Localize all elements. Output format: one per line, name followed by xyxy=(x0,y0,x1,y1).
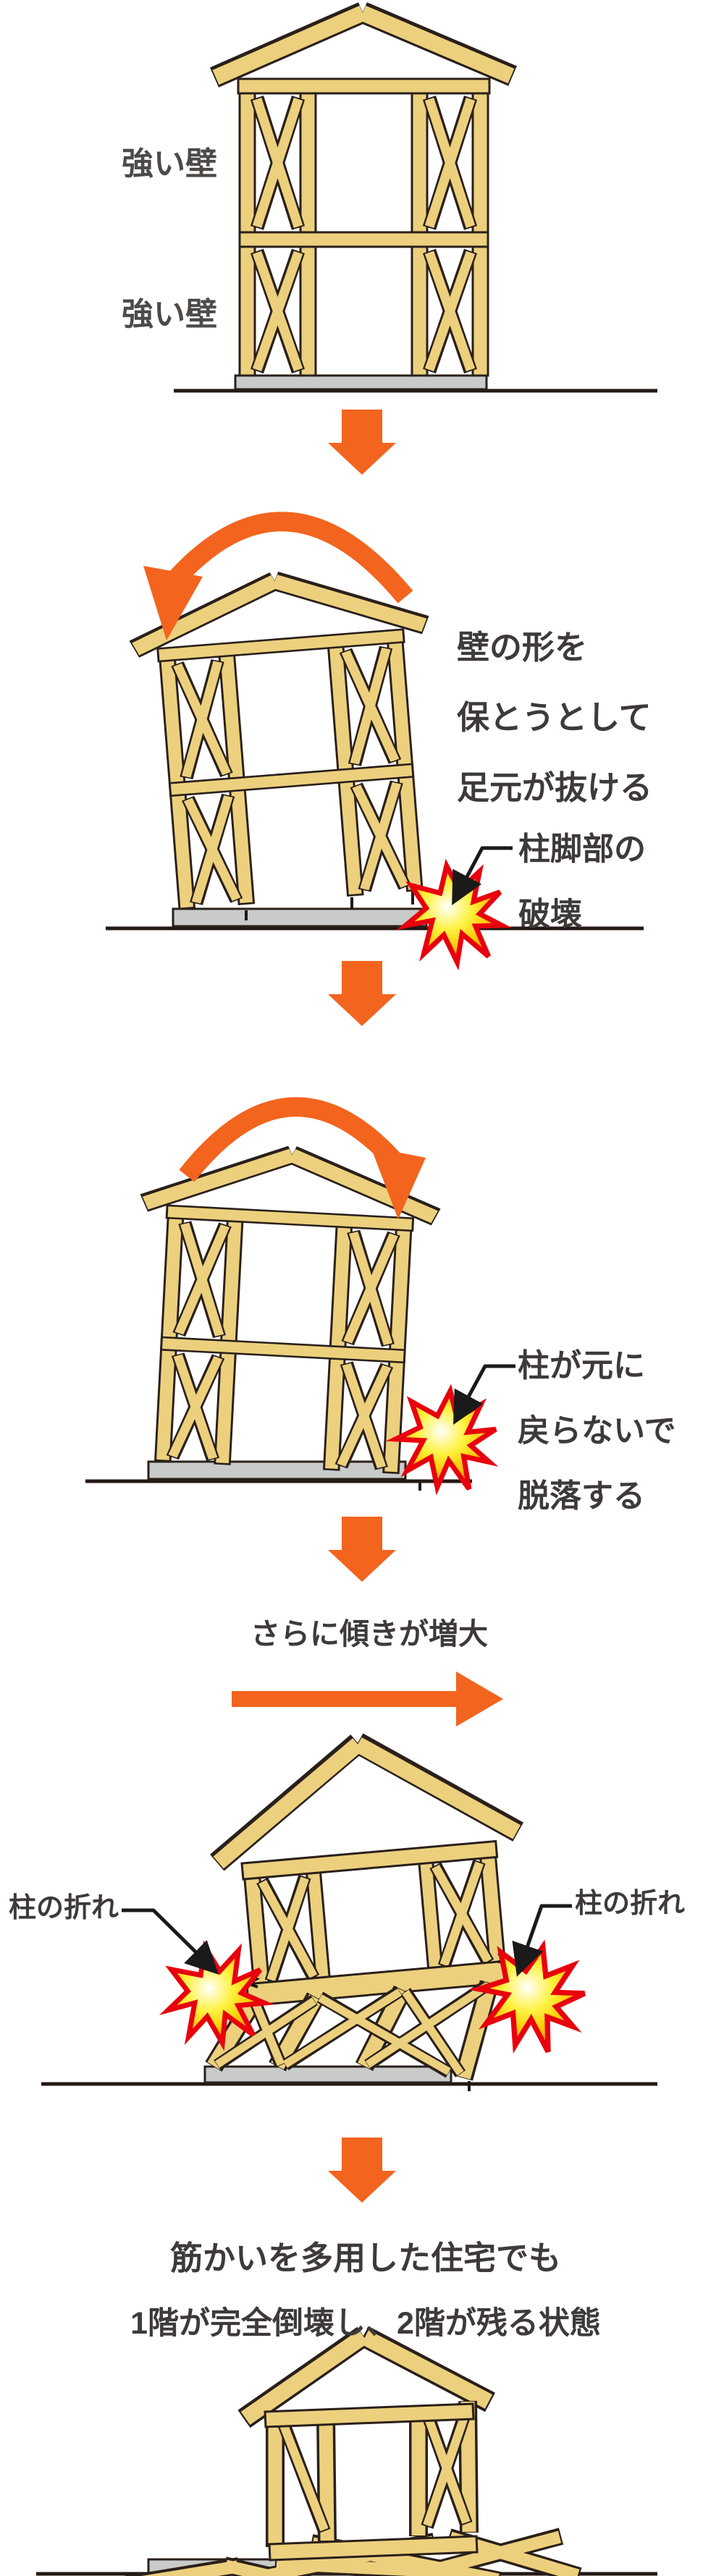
stage4-group xyxy=(41,1733,657,2091)
foundation-sill-1 xyxy=(234,374,488,391)
stage2-callout-line1: 柱脚部の xyxy=(518,831,646,867)
right-arrow-icon xyxy=(232,1672,503,1726)
stage4-heading: さらに傾きが増大 xyxy=(251,1617,488,1651)
stage2-callout-line2: 破壊 xyxy=(518,897,582,932)
anchor-pins-2 xyxy=(245,891,414,920)
stage2-group xyxy=(106,512,644,969)
strong-wall-label-lower: 強い壁 xyxy=(122,297,217,332)
foundation-sill-4 xyxy=(203,2065,452,2084)
rotate-cw-arrow-icon xyxy=(179,1097,426,1219)
stage2-annotation-line2: 保とうとして xyxy=(457,699,652,736)
stage3-group xyxy=(85,1097,515,1493)
stage2-annotation-line3: 足元が抜ける xyxy=(457,769,653,806)
house-frame-stage3 xyxy=(130,1147,439,1491)
stage5-group xyxy=(36,2326,657,2576)
stage3-callout-line1: 柱が元に xyxy=(518,1348,645,1384)
stage5-summary-line1: 筋かいを多用した住宅でも xyxy=(169,2240,561,2276)
down-arrow-icon-3 xyxy=(328,1517,396,1582)
house-frame-stage5 xyxy=(124,2326,582,2576)
stage4-callout-right: 柱の折れ xyxy=(575,1889,686,1919)
house-frame-stage4 xyxy=(205,1733,523,2091)
down-arrow-icon-4 xyxy=(328,2138,396,2203)
leader-line-3 xyxy=(453,1364,515,1425)
house-frame-stage1 xyxy=(214,12,513,376)
stage1-group xyxy=(174,12,657,393)
house-frame-stage2 xyxy=(130,569,446,920)
down-arrow-icon-2 xyxy=(328,961,396,1026)
foundation-sill-2 xyxy=(172,907,428,928)
leader-line-4-left xyxy=(122,1908,219,1975)
stage5-summary-line2: 1階が完全倒壊し、2階が残る状態 xyxy=(130,2306,601,2341)
stage4-callout-left: 柱の折れ xyxy=(9,1893,119,1923)
impact-burst-icon-3 xyxy=(391,1386,499,1492)
rotate-ccw-arrow-icon xyxy=(143,512,413,640)
leader-line-2 xyxy=(452,846,513,906)
stage3-callout-line3: 脱落する xyxy=(518,1478,645,1514)
down-arrow-icon-1 xyxy=(328,410,396,475)
stage3-callout-line2: 戻らないで xyxy=(518,1413,676,1449)
strong-wall-label-upper: 強い壁 xyxy=(122,146,217,182)
leader-line-4-right xyxy=(512,1904,572,1977)
stage2-annotation-line1: 壁の形を xyxy=(457,629,588,666)
foundation-sill-3 xyxy=(147,1460,407,1480)
